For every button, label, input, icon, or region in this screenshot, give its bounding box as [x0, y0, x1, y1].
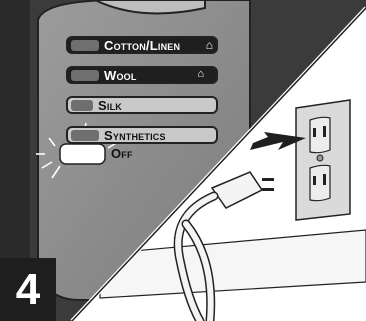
setting-label: Cotton/Linen	[104, 38, 180, 53]
setting-label: Silk	[98, 98, 122, 113]
setting-row-cotton-linen: Cotton/Linen ⌂	[66, 36, 218, 54]
setting-label: Synthetics	[104, 128, 166, 143]
setting-row-silk: Silk	[66, 96, 218, 114]
setting-label-off: Off	[111, 146, 133, 161]
iron-icon: ⌂	[197, 68, 204, 80]
setting-indicator	[71, 130, 99, 141]
step-number-badge: 4	[0, 258, 56, 321]
setting-indicator	[71, 70, 99, 81]
setting-indicator	[71, 100, 93, 111]
setting-indicator	[71, 40, 99, 51]
setting-row-synthetics: Synthetics	[66, 126, 218, 144]
iron-icon: ⌂	[206, 38, 213, 52]
setting-label: Wool	[104, 68, 137, 83]
setting-row-wool: Wool ⌂	[66, 66, 218, 84]
